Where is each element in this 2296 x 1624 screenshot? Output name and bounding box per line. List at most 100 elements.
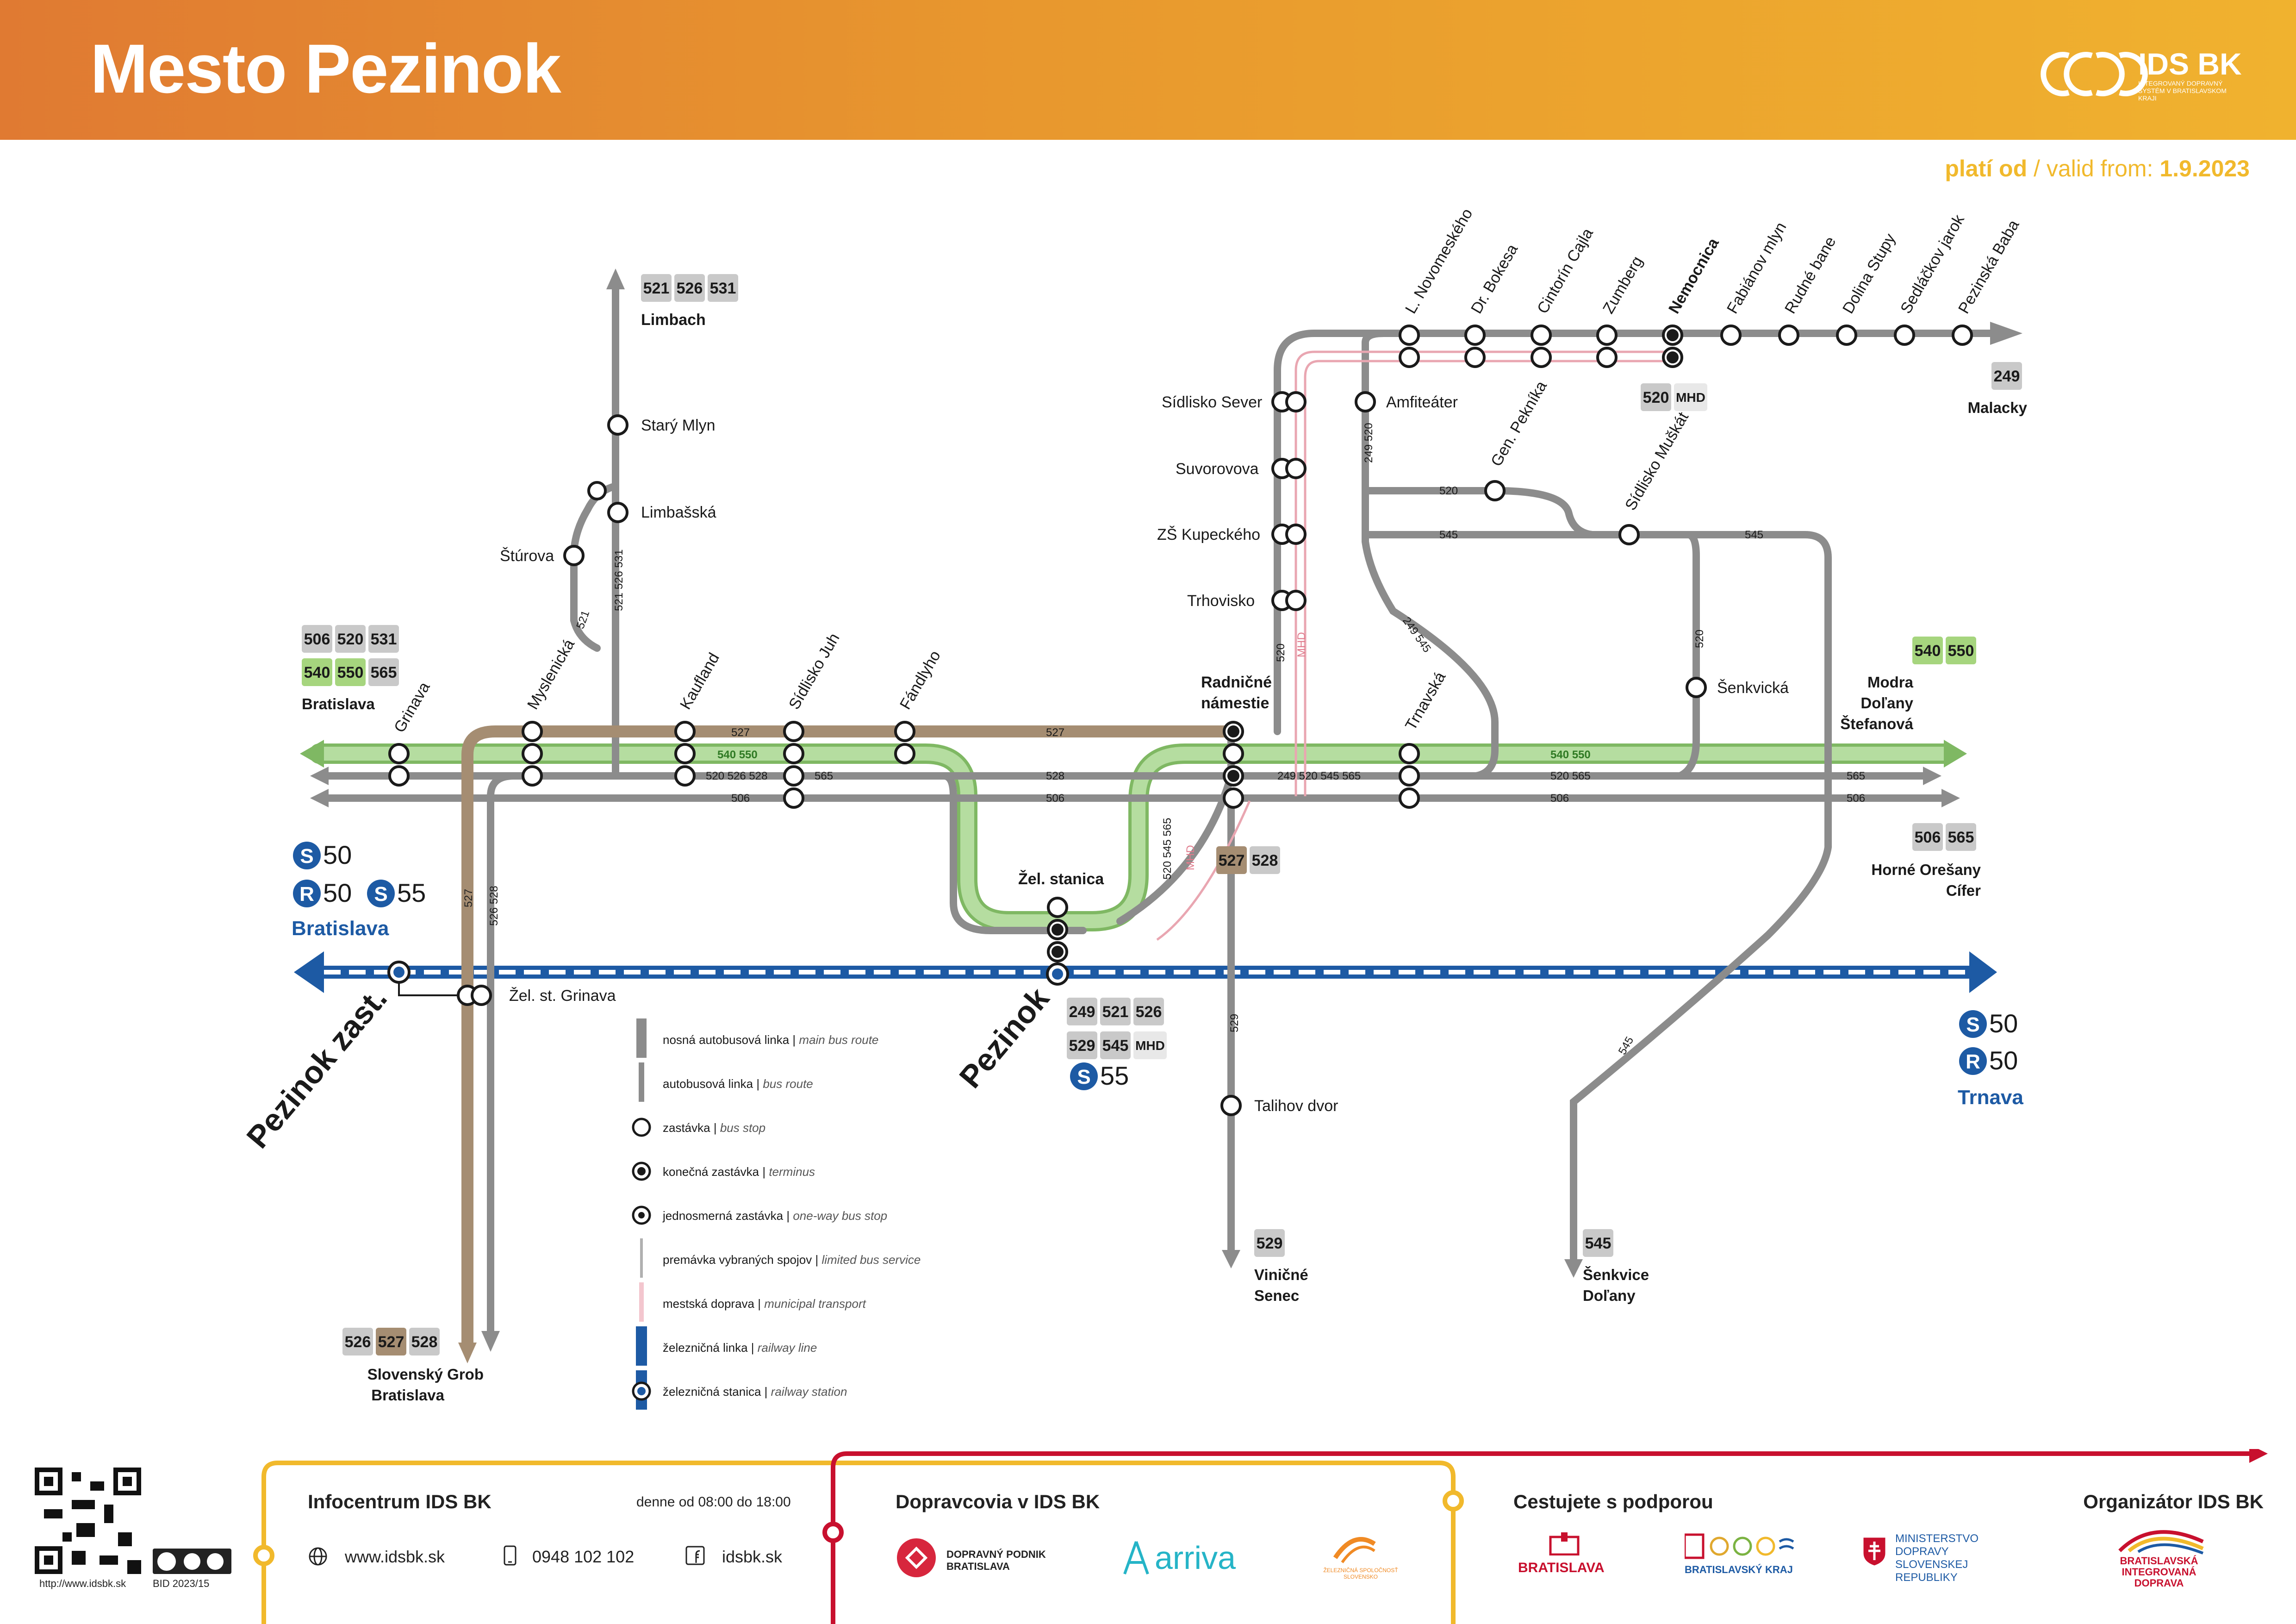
badge-pezinok_2-545[interactable]: 545 bbox=[1100, 1031, 1131, 1059]
badge-nemocnica-520[interactable]: 520 bbox=[1641, 383, 1671, 411]
badge-label: 565 bbox=[1948, 829, 1974, 846]
legend-item-6: mestská doprava | municipal transport bbox=[639, 1282, 867, 1322]
slovak-coat-of-arms-icon bbox=[1862, 1536, 1887, 1567]
badge-nemocnica-mhd[interactable]: MHD bbox=[1674, 383, 1707, 411]
info-web[interactable]: www.idsbk.sk bbox=[345, 1547, 445, 1566]
bus-stops bbox=[388, 325, 1973, 1116]
badge-bratislava_top-531[interactable]: 531 bbox=[368, 625, 399, 653]
badge-pezinok_1-521[interactable]: 521 bbox=[1100, 998, 1131, 1025]
badge-bratislava_bottom-540[interactable]: 540 bbox=[302, 658, 332, 686]
name-zumberg: Zumberg bbox=[1599, 253, 1646, 317]
badge-vinicne-529[interactable]: 529 bbox=[1254, 1229, 1285, 1257]
stop-zs-kupeckeho[interactable] bbox=[1271, 524, 1307, 545]
bid-logo-icon bbox=[2118, 1530, 2204, 1555]
stop-fandlyho[interactable] bbox=[894, 721, 915, 764]
badge-horne_oresany-506[interactable]: 506 bbox=[1912, 823, 1943, 851]
qr-code-icon[interactable] bbox=[35, 1468, 141, 1574]
name-sidlisko-sever: Sídlisko Sever bbox=[1162, 394, 1262, 411]
info-fb[interactable]: idsbk.sk bbox=[722, 1547, 783, 1566]
badge-modra-550[interactable]: 550 bbox=[1946, 637, 1976, 664]
stop-radnicne[interactable] bbox=[1223, 721, 1244, 809]
badge-limbach-526[interactable]: 526 bbox=[674, 274, 705, 302]
stop-amfiteater[interactable] bbox=[1355, 391, 1376, 412]
stop-senkvicka[interactable] bbox=[1686, 677, 1707, 698]
legend-symbol-icon bbox=[639, 1062, 644, 1102]
badge-limbach-521[interactable]: 521 bbox=[641, 274, 672, 302]
stop-sidlisko-juh[interactable] bbox=[783, 721, 804, 809]
badge-pezinok_2-529[interactable]: 529 bbox=[1067, 1031, 1097, 1059]
dest-stefanova: Štefanová bbox=[1840, 715, 1913, 732]
name-limbach: Limbach bbox=[641, 311, 706, 329]
stop-dolina-stupy[interactable] bbox=[1836, 325, 1857, 346]
stop-rudne-bane[interactable] bbox=[1778, 325, 1799, 346]
badge-modra-540[interactable]: 540 bbox=[1912, 637, 1943, 664]
badge-senkvice-545[interactable]: 545 bbox=[1583, 1229, 1613, 1257]
badge-label: MHD bbox=[1135, 1038, 1165, 1053]
badge-bratislava_top-506[interactable]: 506 bbox=[302, 625, 332, 653]
stop-trhovisko[interactable] bbox=[1271, 590, 1307, 611]
badge-radnicne-527[interactable]: 527 bbox=[1216, 846, 1247, 874]
info-phone[interactable]: 0948 102 102 bbox=[532, 1547, 635, 1566]
legend-label: železničná linka | railway line bbox=[663, 1341, 817, 1355]
valid-from: platí od / valid from: 1.9.2023 bbox=[1945, 155, 2250, 182]
badge-bratislava_top-520[interactable]: 520 bbox=[335, 625, 366, 653]
name-trhovisko: Trhovisko bbox=[1187, 592, 1255, 610]
badge-malacky-249[interactable]: 249 bbox=[1991, 362, 2022, 390]
badge-pezinok_2-mhd[interactable]: MHD bbox=[1133, 1031, 1167, 1059]
stop-pezinska-baba[interactable] bbox=[1952, 325, 1973, 346]
badge-bratislava_bottom-550[interactable]: 550 bbox=[335, 658, 366, 686]
stop-gen-peknika[interactable] bbox=[1484, 480, 1506, 501]
route-527 bbox=[458, 725, 1237, 1363]
badge-pezinok_1-249[interactable]: 249 bbox=[1067, 998, 1097, 1025]
badge-limbach-531[interactable]: 531 bbox=[708, 274, 738, 302]
stop-zumberg[interactable] bbox=[1596, 325, 1618, 368]
stop-stary-mlyn[interactable] bbox=[607, 414, 628, 436]
name-sidlisko-muskat: Sídlisko Muškát bbox=[1622, 409, 1692, 513]
stop-kaufland[interactable] bbox=[674, 721, 696, 787]
stop-limbasska[interactable] bbox=[587, 481, 628, 523]
badge-horne_oresany-565[interactable]: 565 bbox=[1946, 823, 1976, 851]
stop-fabianov-mlyn[interactable] bbox=[1720, 325, 1742, 346]
stop-suvorovova[interactable] bbox=[1271, 458, 1307, 479]
name-zel-stanica: Žel. stanica bbox=[1018, 870, 1104, 888]
name-talihov-dvor: Talihov dvor bbox=[1254, 1097, 1338, 1115]
stop-sedlackov-jarok[interactable] bbox=[1894, 325, 1915, 346]
badge-label: 529 bbox=[1257, 1235, 1283, 1252]
stop-myslenicka[interactable] bbox=[522, 721, 543, 787]
s50-label: 50 bbox=[323, 840, 352, 869]
info-hours: denne od 08:00 do 18:00 bbox=[636, 1494, 791, 1510]
stop-zel-stanica[interactable] bbox=[1047, 897, 1068, 962]
stop-nemocnica[interactable] bbox=[1662, 325, 1683, 368]
badge-bratislava_bottom-565[interactable]: 565 bbox=[368, 658, 399, 686]
badge-slovensky_grob-528[interactable]: 528 bbox=[409, 1328, 440, 1355]
stop-grinava[interactable] bbox=[388, 743, 410, 787]
stop-sidlisko-sever[interactable] bbox=[1271, 391, 1307, 412]
label-527-b: 527 bbox=[1046, 726, 1064, 739]
legend-item-7: železničná linka | railway line bbox=[636, 1326, 817, 1366]
stop-l-novomeskeho[interactable] bbox=[1399, 325, 1420, 368]
badge-pezinok_1-526[interactable]: 526 bbox=[1133, 998, 1164, 1025]
bsk-name: BRATISLAVSKÝ KRAJ bbox=[1685, 1564, 1793, 1575]
stop-sturova[interactable] bbox=[563, 545, 585, 566]
stop-trnavska[interactable] bbox=[1399, 743, 1420, 809]
name-zs-kupeckeho: ZŠ Kupeckého bbox=[1157, 526, 1260, 543]
station-name-pezinok: Pezinok bbox=[952, 981, 1056, 1095]
station-name-pezinok-zast: Pezinok zast. bbox=[240, 981, 394, 1155]
stop-cintorin-cajla[interactable] bbox=[1531, 325, 1552, 368]
page-title: Mesto Pezinok bbox=[90, 30, 561, 107]
stop-sidlisko-muskat[interactable] bbox=[1618, 524, 1640, 545]
label-528: 528 bbox=[1046, 770, 1064, 782]
badge-slovensky_grob-526[interactable]: 526 bbox=[342, 1328, 373, 1355]
name-gen-peknika: Gen. Pekníka bbox=[1487, 378, 1550, 469]
label-545-b: 545 bbox=[1745, 529, 1763, 541]
stop-talihov-dvor[interactable] bbox=[1220, 1095, 1242, 1116]
stop-zel-st-grinava[interactable] bbox=[457, 985, 492, 1006]
badge-label: 526 bbox=[345, 1333, 371, 1351]
badge-slovensky_grob-527[interactable]: 527 bbox=[376, 1328, 406, 1355]
name-fabianov-mlyn: Fabiánov mlyn bbox=[1724, 219, 1790, 317]
stop-dr-bokesa[interactable] bbox=[1464, 325, 1486, 368]
badge-radnicne-528[interactable]: 528 bbox=[1250, 846, 1280, 874]
brand-subtitle: INTEGROVANÝ DOPRAVNÝ SYSTÉM V BRATISLAVS… bbox=[2138, 80, 2227, 102]
